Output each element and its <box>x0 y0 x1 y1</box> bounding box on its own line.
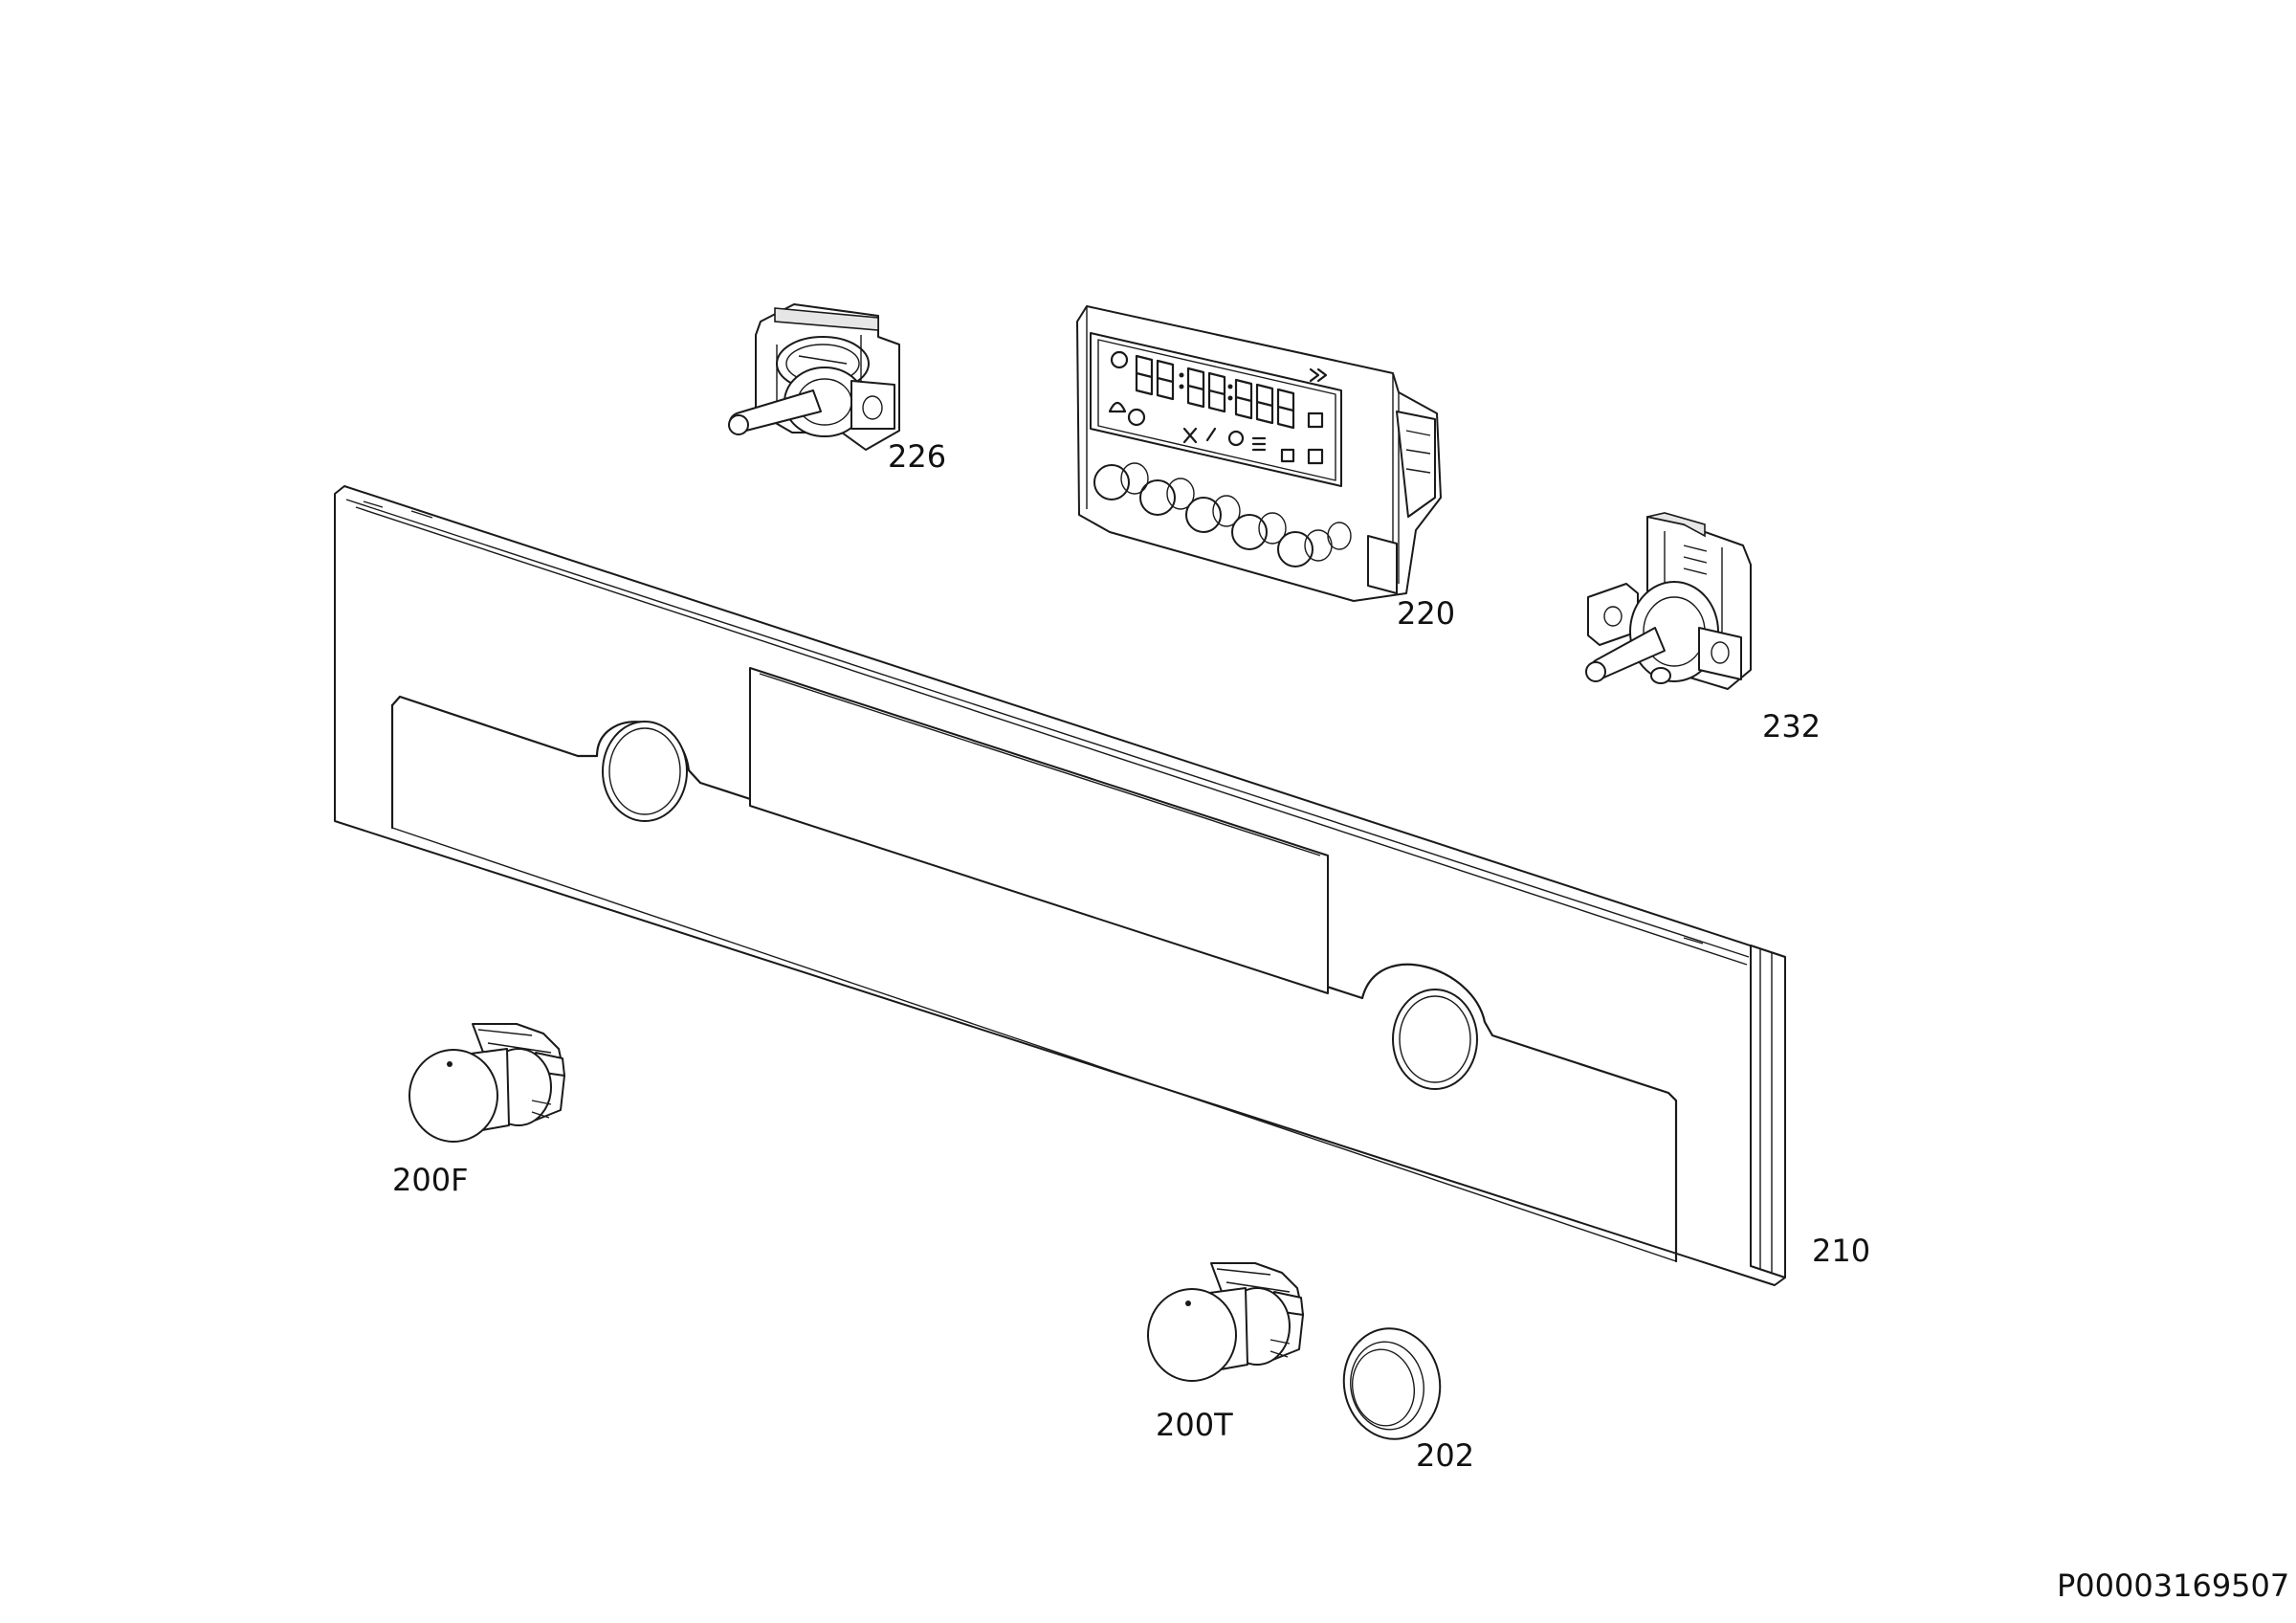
oven-icon <box>1280 448 1295 463</box>
part-202-knob-ring[interactable] <box>1336 1321 1449 1447</box>
button-row <box>1093 462 1352 567</box>
part-220-electronic-timer-module[interactable] <box>1076 305 1442 602</box>
check-icon <box>1205 427 1217 442</box>
grill-icon <box>1251 436 1267 452</box>
drawing-reference-number: P00003169507 <box>2057 1567 2289 1604</box>
label-220: 220 <box>1397 595 1455 632</box>
timer-icon <box>1110 350 1129 369</box>
label-202: 202 <box>1416 1437 1474 1474</box>
part-200T-knob[interactable] <box>1147 1262 1304 1382</box>
bell-icon <box>1108 401 1127 413</box>
part-200F-knob[interactable] <box>408 1023 565 1143</box>
part-232-rotary-switch[interactable] <box>1585 512 1752 690</box>
lcd-status-icons <box>1108 350 1328 465</box>
lcd-segment-digits <box>1135 354 1295 430</box>
label-210: 210 <box>1812 1233 1870 1269</box>
part-226-rotary-switch[interactable] <box>728 303 900 451</box>
forward-icon <box>1309 367 1328 383</box>
tools-icon <box>1182 427 1198 444</box>
label-200F: 200F <box>392 1162 468 1198</box>
label-200T: 200T <box>1156 1407 1233 1443</box>
label-232: 232 <box>1762 708 1821 745</box>
part-210-control-panel[interactable] <box>334 485 1786 1286</box>
fan-icon <box>1227 430 1245 447</box>
clock-icon <box>1127 408 1146 427</box>
label-226: 226 <box>888 438 946 475</box>
function-icon <box>1307 411 1324 465</box>
